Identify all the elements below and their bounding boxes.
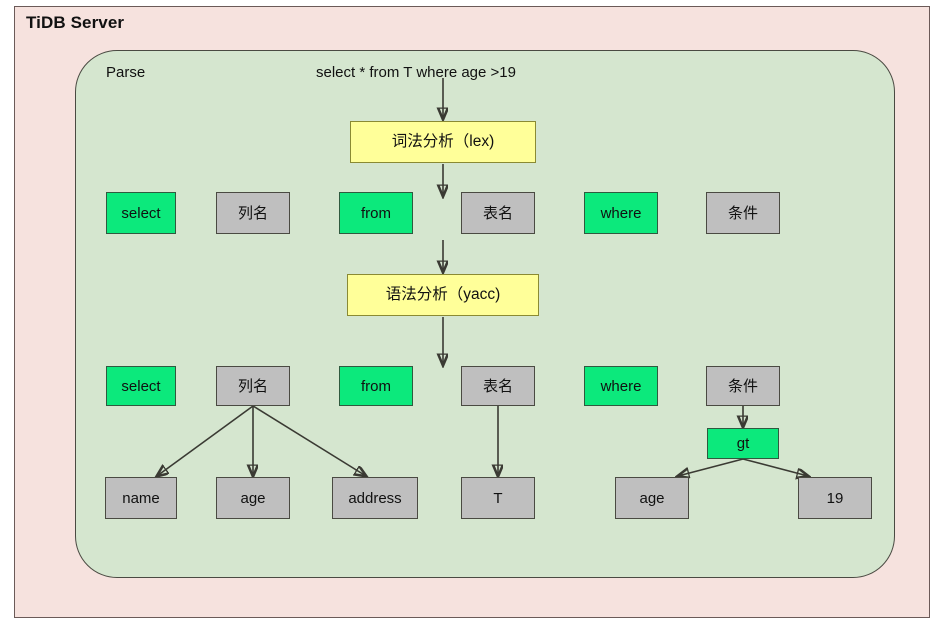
token-column-name: 列名 <box>216 192 290 234</box>
page-title: TiDB Server <box>26 13 125 32</box>
stage-yacc-box: 语法分析（yacc) <box>347 274 539 316</box>
ast-select: select <box>106 366 176 406</box>
parse-panel-label: Parse <box>106 64 146 81</box>
ast-table-name: 表名 <box>461 366 535 406</box>
leaf-table-t: T <box>461 477 535 519</box>
token-select: select <box>106 192 176 234</box>
token-table-name: 表名 <box>461 192 535 234</box>
sql-query-text: select * from T where age >19 <box>316 64 516 81</box>
ast-from: from <box>339 366 413 406</box>
stage-lex-box: 词法分析（lex) <box>350 121 536 163</box>
leaf-age-operand: age <box>615 477 689 519</box>
ast-where: where <box>584 366 658 406</box>
token-from: from <box>339 192 413 234</box>
leaf-literal-19: 19 <box>798 477 872 519</box>
leaf-name: name <box>105 477 177 519</box>
token-condition: 条件 <box>706 192 780 234</box>
leaf-age-column: age <box>216 477 290 519</box>
ast-condition: 条件 <box>706 366 780 406</box>
ast-operator-gt: gt <box>707 428 779 459</box>
leaf-address: address <box>332 477 418 519</box>
ast-column-name: 列名 <box>216 366 290 406</box>
token-where: where <box>584 192 658 234</box>
